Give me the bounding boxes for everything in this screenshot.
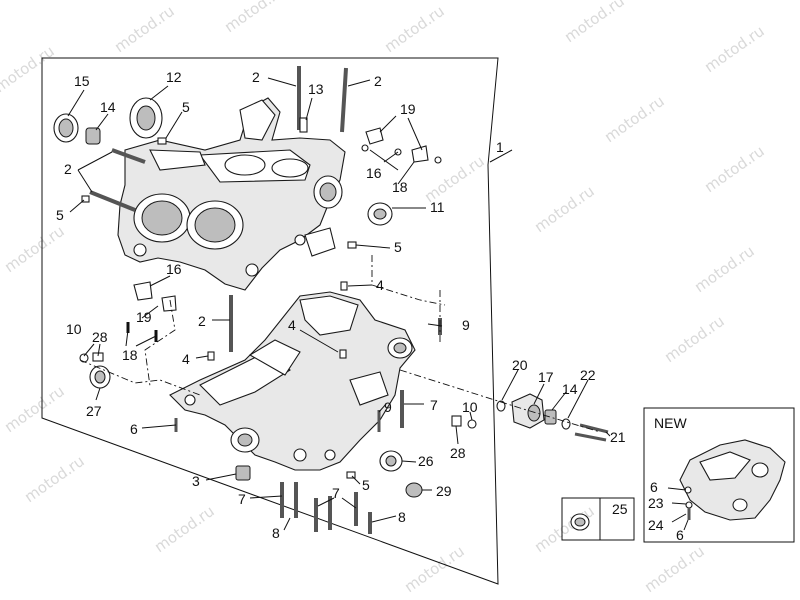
callout-10: 10 [66,321,82,337]
part-5-dowel-a [157,137,167,145]
callout-28: 28 [92,329,108,345]
callout-19: 19 [400,101,416,117]
part-14-bushing-right [544,409,557,425]
callout-18: 18 [122,347,138,363]
callout-4: 4 [288,317,296,333]
part-2-stud-a [111,148,146,164]
part-12-seal [129,97,163,139]
callout-11: 11 [430,199,445,215]
callout-5: 5 [362,477,370,493]
callout-24: 24 [648,517,664,533]
callout-16: 16 [166,261,182,277]
callout-27: 27 [86,403,102,419]
part-19-bracket-left [133,281,177,312]
callout-5: 5 [182,99,190,115]
callout-6: 6 [676,527,684,543]
callout-9: 9 [384,399,392,415]
callout-13: 13 [308,81,324,97]
callout-23: 23 [648,495,664,511]
callout-20: 20 [512,357,528,373]
callout-26: 26 [418,453,434,469]
part-7-bolts-bottom [280,482,372,534]
assembly-axis [144,299,176,387]
callout-6: 6 [650,479,658,495]
part-15-bearing [53,113,79,143]
part-27-seal [89,365,111,389]
callout-7: 7 [238,491,246,507]
callout-3: 3 [192,473,200,489]
callout-16: 16 [366,165,382,181]
leader-lines [67,77,611,531]
part-29-bushing [405,482,423,498]
part-4-dowel-c [207,351,215,361]
part-28-right [451,415,462,427]
part-17-housing [511,393,545,429]
part-4-dowel-a [340,281,348,291]
part-2-stud-b [89,190,136,212]
callout-18: 18 [392,179,408,195]
callout-25: 25 [612,501,628,517]
callout-2: 2 [198,313,206,329]
part-11-seal [367,202,393,226]
callout-5: 5 [394,239,402,255]
callout-4: 4 [376,277,384,293]
inset-title: NEW [654,415,687,431]
callout-7: 7 [430,397,438,413]
part-13-pin [299,117,308,133]
callout-10: 10 [462,399,478,415]
assembly-axis [371,255,446,306]
callout-17: 17 [538,369,554,385]
callout-28: 28 [450,445,466,461]
callout-8: 8 [398,509,406,525]
upper-crankcase [117,97,346,291]
callout-22: 22 [580,367,596,383]
callout-4: 4 [182,351,190,367]
part-4-dowel-b [339,349,347,359]
callout-labels: 15 14 12 5 2 5 2 2 13 19 16 18 11 1 5 4 … [56,69,626,541]
lower-crankcase [169,291,416,471]
callout-14: 14 [100,99,116,115]
assembly-frame [41,57,499,585]
part-2-stud-d [340,67,348,133]
callout-7: 7 [332,485,340,501]
callout-5: 5 [56,207,64,223]
part-25-box: 25 [561,497,635,541]
callout-6: 6 [130,421,138,437]
callout-14: 14 [562,381,578,397]
part-3-plug [235,465,251,481]
callout-29: 29 [436,483,452,499]
part-20-oring [496,400,506,412]
callout-2: 2 [374,73,382,89]
part-5-dowel-b [81,195,90,203]
part-14-bushing [85,127,101,145]
assembly-axis [399,369,601,433]
callout-2: 2 [252,69,260,85]
part-16-18-screws-upper [361,144,442,164]
callout-21: 21 [610,429,626,445]
part-19-bracket-upper [365,127,429,163]
part-26-seal [379,450,403,472]
part-21-bolts [574,423,609,442]
part-18-screws-left [126,322,158,342]
callout-15: 15 [74,73,90,89]
callout-8: 8 [272,525,280,541]
callout-2: 2 [64,161,72,177]
callout-12: 12 [166,69,182,85]
assembly-axis [79,359,201,396]
callout-9: 9 [462,317,470,333]
new-inset-panel: NEW 6 23 24 6 [643,407,795,543]
callout-19: 19 [136,309,152,325]
part-5-dowel-d [346,471,356,479]
part-10-right [467,419,477,429]
part-5-dowel-c [347,241,357,249]
callout-1: 1 [496,139,504,155]
